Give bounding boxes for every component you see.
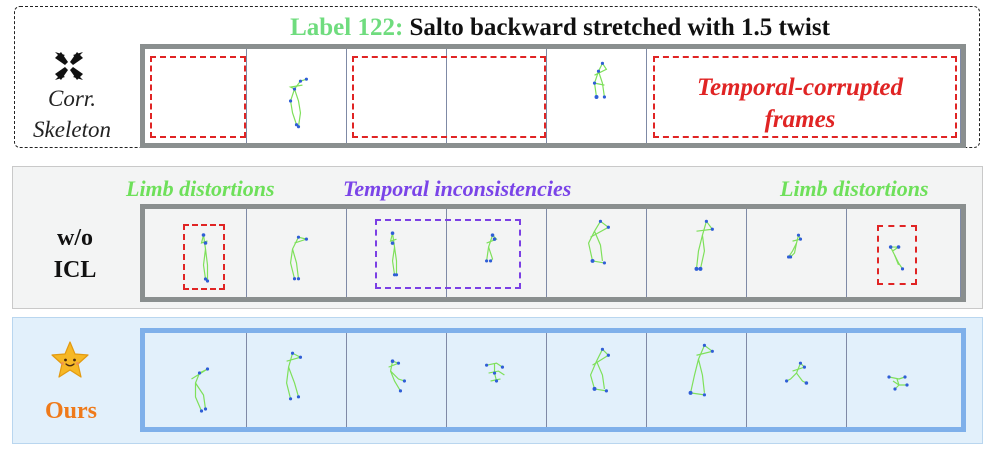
frame-cell [447, 209, 547, 297]
frame-cell [447, 49, 547, 143]
without-icl-frame-strip [140, 204, 966, 302]
corrupted-frame-box [653, 56, 957, 138]
label-id: Label 122: [290, 14, 404, 41]
frame-cell [547, 333, 647, 427]
label-description: Salto backward stretched with 1.5 twist [409, 14, 830, 41]
ours-frame-strip [140, 328, 966, 432]
ours-label: Ours [44, 398, 97, 424]
skeleton-figure [592, 61, 608, 99]
x-corruption-icon [55, 52, 83, 80]
frame-cell [347, 209, 447, 297]
without-icl-label: w/o ICL [40, 222, 110, 286]
temporal-corrupted-line2: frames [764, 106, 836, 133]
skeleton-figure [887, 375, 909, 391]
smiling-star-icon [51, 341, 89, 378]
frame-cell [247, 49, 347, 143]
skeleton-figure [688, 343, 714, 397]
temporal-inconsistencies: Temporal inconsistencies [343, 176, 572, 201]
without-icl-line2: ICL [53, 257, 97, 283]
frame-cell [547, 209, 647, 297]
limb-distortions-right: Limb distortions [780, 176, 929, 201]
without-icl-line1: w/o [57, 225, 93, 251]
limb-distortion-box [877, 225, 917, 285]
frame-cell [747, 209, 847, 297]
frame-cell [247, 333, 347, 427]
skeleton-figure [888, 245, 905, 271]
frame-cell [145, 333, 247, 427]
skeleton-figure [191, 367, 210, 413]
skeleton-figure [587, 219, 610, 265]
without-icl-panel [12, 166, 983, 309]
frame-cell [145, 49, 247, 143]
skeleton-figure [694, 219, 714, 271]
skeleton-figure [288, 77, 308, 129]
skeleton-figure [389, 231, 399, 277]
skeleton-figure [388, 359, 407, 393]
corrupted-skeleton-panel [14, 6, 980, 148]
frame-cell [747, 333, 847, 427]
temporal-inconsistency-box [375, 219, 521, 289]
sequence-label-title: Label 122: Salto backward stretched with… [0, 14, 996, 42]
skeleton-figure [786, 233, 803, 259]
temporal-corrupted-annotation: Temporal-corrupted frames [670, 72, 930, 136]
limb-distortion-box [183, 224, 225, 290]
skeleton-figure [485, 233, 498, 263]
limb-distortions-left: Limb distortions [126, 176, 275, 201]
frame-cell [647, 333, 747, 427]
frame-cell [447, 333, 547, 427]
skeleton-figure [589, 347, 610, 393]
corrupted-frame-strip [140, 44, 966, 148]
frame-cell [647, 209, 747, 297]
frame-cell [547, 49, 647, 143]
corrupted-frame-box [150, 56, 246, 138]
corrupted-frame-box [352, 56, 546, 138]
skeleton-figure [200, 233, 210, 283]
skeleton-figure [485, 362, 505, 383]
frame-cell [647, 49, 961, 143]
corr-label-line2: Skeleton [33, 117, 111, 142]
frame-cell [347, 49, 447, 143]
skeleton-figure [289, 235, 309, 281]
corr-label-line1: Corr. [48, 86, 96, 111]
frame-cell [347, 333, 447, 427]
temporal-corrupted-line1: Temporal-corrupted [696, 74, 904, 101]
skeleton-figure [785, 361, 809, 385]
frame-cell [847, 209, 961, 297]
frame-cell [247, 209, 347, 297]
skeleton-figure [285, 351, 303, 401]
frame-cell [145, 209, 247, 297]
frame-cell [847, 333, 961, 427]
